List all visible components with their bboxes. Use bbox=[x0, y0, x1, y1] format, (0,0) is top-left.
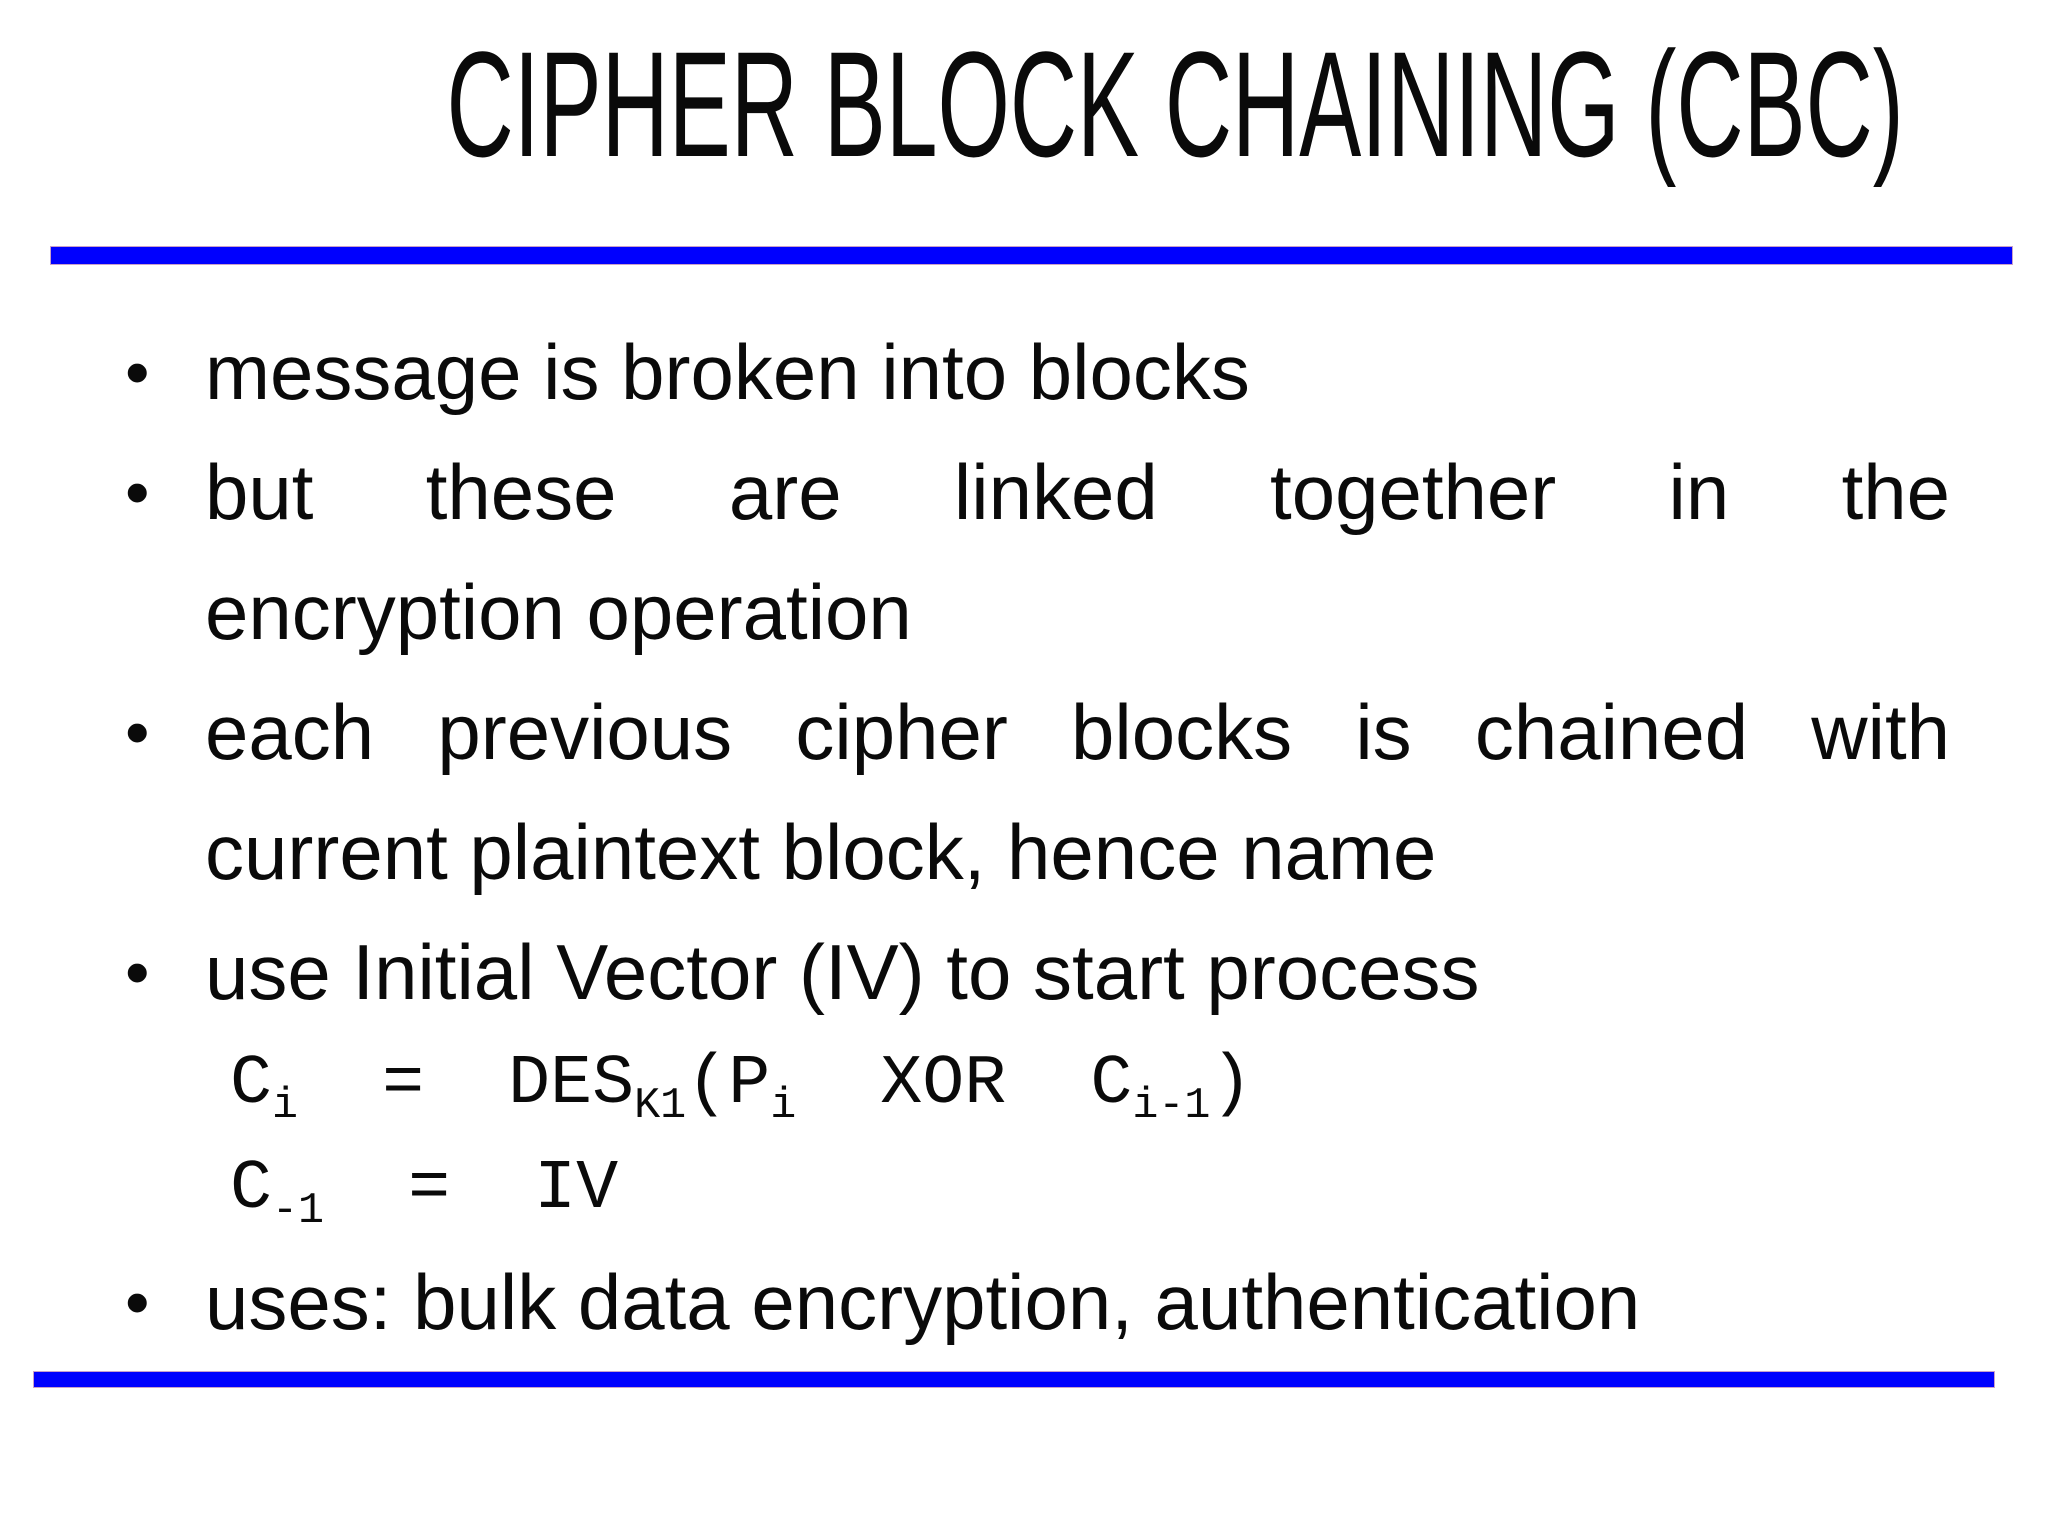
bullet-text: use Initial Vector (IV) to start process bbox=[205, 912, 1950, 1032]
slide-title-text: CIPHER BLOCK CHAINING (CBC) bbox=[446, 20, 1904, 188]
bullet-item-4: • use Initial Vector (IV) to start proce… bbox=[125, 912, 1950, 1032]
bullet-line: current plaintext block, hence name bbox=[205, 808, 1437, 896]
bullet-list: • message is broken into blocks • but th… bbox=[125, 312, 1950, 1362]
bullet-line: message is broken into blocks bbox=[205, 328, 1250, 416]
bullet-dot: • bbox=[125, 933, 150, 1011]
bullet-dot: • bbox=[125, 453, 150, 531]
bullet-line: but these are linked together in the bbox=[205, 448, 1950, 536]
title-divider-line bbox=[50, 246, 2013, 265]
bullet-text: message is broken into blocks bbox=[205, 312, 1950, 432]
bullet-item-5: • uses: bulk data encryption, authentica… bbox=[125, 1242, 1950, 1362]
bullet-dot: • bbox=[125, 333, 150, 411]
bullet-line: each previous cipher blocks is chained w… bbox=[205, 688, 1950, 776]
bullet-text: each previous cipher blocks is chained w… bbox=[205, 672, 1950, 912]
bullet-item-1: • message is broken into blocks bbox=[125, 312, 1950, 432]
formula-line-iv: C-1 = IV bbox=[230, 1150, 619, 1237]
bullet-line: use Initial Vector (IV) to start process bbox=[205, 928, 1480, 1016]
formula-block: Ci = DESK1(Pi XOR Ci-1) C-1 = IV bbox=[125, 1032, 1950, 1242]
bullet-text: but these are linked together in the enc… bbox=[205, 432, 1950, 672]
bullet-item-3: • each previous cipher blocks is chained… bbox=[125, 672, 1950, 912]
bullet-item-2: • but these are linked together in the e… bbox=[125, 432, 1950, 672]
slide-title: CIPHER BLOCK CHAINING (CBC) bbox=[0, 18, 2048, 191]
bullet-dot: • bbox=[125, 693, 150, 771]
bullet-line: encryption operation bbox=[205, 568, 912, 656]
bullet-dot: • bbox=[125, 1263, 150, 1341]
bullet-text: uses: bulk data encryption, authenticati… bbox=[205, 1242, 1950, 1362]
footer-divider-line bbox=[33, 1371, 1995, 1388]
formula-line-ci: Ci = DESK1(Pi XOR Ci-1) bbox=[230, 1045, 1253, 1132]
bullet-line: uses: bulk data encryption, authenticati… bbox=[205, 1258, 1641, 1346]
